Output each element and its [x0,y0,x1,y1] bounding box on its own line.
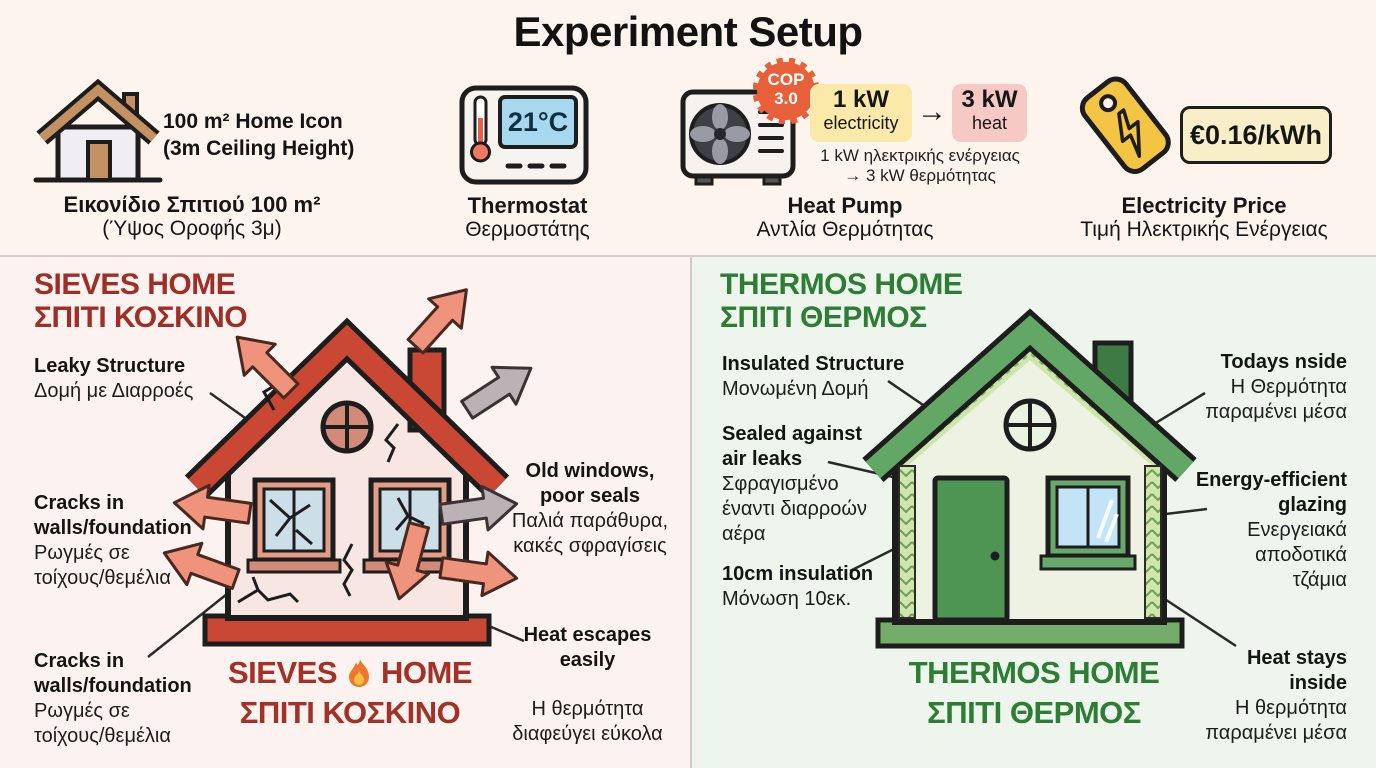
cop-badge-text: COP 3.0 [767,70,805,108]
sieves-heading: SIEVES HOME ΣΠΙΤΙ ΚΟΣΚΙΝΟ [34,268,248,334]
callout-old-windows: Old windows, poor seals Παλιά παράθυρα, … [511,460,669,557]
page-title: Experiment Setup [513,8,863,55]
home-legend-title: 100 m² Home Icon (3m Ceiling Height) [163,110,355,160]
thermostat-screen [498,95,578,149]
legend-band: Experiment Setup 100 m² Home Icon (3m Ce… [0,0,1376,257]
thermos-heading: THERMOS HOME ΣΠΙΤΙ ΘΕΡΜΟΣ [720,268,963,334]
heat-pump-subtext: 1 kW ηλεκτρικής ενέργειας → 3 kW θερμότη… [820,146,1020,185]
callout-10cm-insulation: 10cm insulation Μόνωση 10εκ. [722,563,874,610]
output-heat-box: 3 kW heat [952,84,1027,142]
wall-cracks [237,365,400,604]
thermos-panel: THERMOS HOME ΣΠΙΤΙ ΘΕΡΜΟΣ Insulated Stru… [690,257,1376,768]
callout-cracks-bottom: Cracks in walls/foundation Ρωγμές σε τοί… [34,650,192,747]
callout-insulated-structure: Insulated Structure Μονωμένη Δομή [722,353,905,400]
home-caption-greek-bold: Εικονίδιο Σπιτιού 100 m² [63,192,321,217]
thermos-roof [865,315,1194,479]
house-door [86,140,112,182]
thermostat-icon [459,85,589,185]
heat-pump-icon [680,89,796,186]
input-energy-box: 1 kW electricity [810,84,912,142]
home-caption-greek: (Ύψος Οροφής 3μ) [102,217,282,240]
callout-stays-bottom: Heat stays inside Η θερμότητα παραμένει … [1205,647,1347,744]
electricity-caption: Electricity Price Τιμή Ηλεκτρικής Ενέργε… [1080,193,1328,241]
wall-insulation-left [898,465,916,619]
callout-glazing: Energy-efficient glazing Ενεργειακά αποδ… [1195,469,1347,591]
callout-cracks-top: Cracks in walls/foundation Ρωγμές σε τοί… [34,492,192,589]
home-legend-caption: Εικονίδιο Σπιτιού 100 m² (Ύψος Οροφής 3μ… [26,192,358,241]
flow-arrow-icon: → [917,95,947,128]
thermostat-display: 21°C [507,106,569,137]
sieves-panel: SIEVES HOME ΣΠΙΤΙ ΚΟΣΚΙΝΟ Leaky Structur… [0,257,690,768]
lightning-icon [1117,108,1142,158]
callout-heat-escapes: Heat escapes easily Η θερμότητα διαφεύγε… [512,624,663,745]
thermos-caption: THERMOS HOME ΣΠΙΤΙ ΘΕΡΜΟΣ [908,655,1160,730]
house-icon [33,78,163,183]
sieves-roof [188,324,506,495]
broken-window-right [362,477,458,574]
callout-sealed-air-leaks: Sealed against air leaks Σφραγισμένο ένα… [722,423,868,545]
heat-pump-caption: Heat Pump Αντλία Θερμότητας [756,193,934,241]
callout-stays-top: Todays nside Η Θερμότητα παραμένει μέσα [1205,351,1347,423]
efficient-window [1039,475,1137,571]
sieves-house-illustration [147,273,545,658]
thermos-house-illustration [827,308,1237,649]
broken-window-left [246,477,342,574]
price-tag-icon [1079,76,1171,174]
wall-insulation-right [1144,465,1162,619]
house-roof [39,84,157,142]
thermostat-caption: Thermostat Θερμοστάτης [465,193,590,241]
sieves-caption: SIEVES HOME ΣΠΙΤΙ ΚΟΣΚΙΝΟ [228,655,473,730]
door-knob [990,551,1000,561]
flame-icon [349,659,369,687]
callout-leaky-structure: Leaky Structure Δομή με Διαρροές [34,355,194,402]
thermos-door [932,475,1010,623]
price-value-box: €0.16/kWh [1180,106,1332,164]
